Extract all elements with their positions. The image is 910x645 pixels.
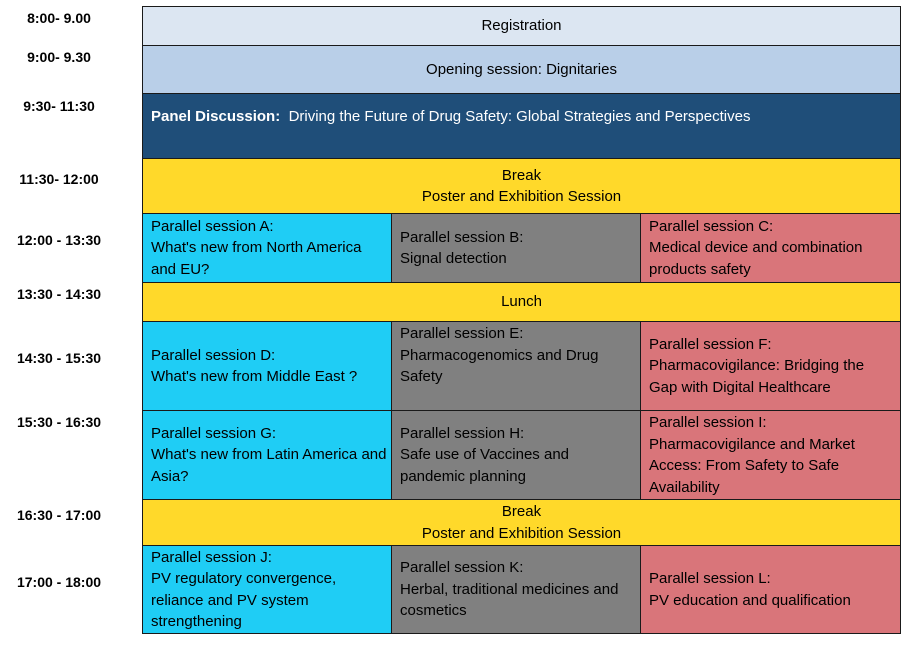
session-k-cell: Parallel session K: Herbal, traditional … bbox=[391, 545, 641, 634]
session-c-cell: Parallel session C: Medical device and c… bbox=[640, 213, 901, 283]
break-label: Break bbox=[501, 503, 542, 520]
session-h-text: Parallel session H: Safe use of Vaccines… bbox=[400, 424, 569, 485]
time-slot: 17:00 - 18:00 bbox=[16, 574, 102, 590]
session-i-text: Parallel session I: Pharmacovigilance an… bbox=[649, 414, 855, 496]
session-f-text: Parallel session F: Pharmacovigilance: B… bbox=[649, 335, 865, 396]
opening-session-cell: Opening session: Dignitaries bbox=[142, 45, 901, 94]
break-cell: Break Poster and Exhibition Session bbox=[142, 158, 901, 214]
session-j-text: Parallel session J: PV regulatory conver… bbox=[151, 548, 337, 631]
session-k-text: Parallel session K: Herbal, traditional … bbox=[400, 559, 619, 620]
session-a-cell: Parallel session A: What's new from Nort… bbox=[142, 213, 392, 283]
session-f-cell: Parallel session F: Pharmacovigilance: B… bbox=[640, 321, 901, 411]
opening-session-label: Opening session: Dignitaries bbox=[426, 60, 617, 78]
break-subtitle: Poster and Exhibition Session bbox=[421, 188, 622, 205]
time-slot: 14:30 - 15:30 bbox=[16, 350, 102, 366]
session-d-text: Parallel session D: What's new from Midd… bbox=[151, 346, 358, 386]
panel-title: Driving the Future of Drug Safety: Globa… bbox=[288, 108, 751, 125]
registration-cell: Registration bbox=[142, 6, 901, 46]
lunch-cell: Lunch bbox=[142, 282, 901, 322]
session-i-cell: Parallel session I: Pharmacovigilance an… bbox=[640, 410, 901, 500]
time-slot: 13:30 - 14:30 bbox=[16, 286, 102, 302]
session-g-cell: Parallel session G: What's new from Lati… bbox=[142, 410, 392, 500]
session-g-text: Parallel session G: What's new from Lati… bbox=[151, 424, 387, 485]
time-slot: 16:30 - 17:00 bbox=[16, 507, 102, 523]
lunch-label: Lunch bbox=[501, 293, 542, 311]
time-slot: 8:00- 9.00 bbox=[27, 10, 91, 26]
time-slot: 15:30 - 16:30 bbox=[16, 414, 102, 430]
time-slot: 9:00- 9.30 bbox=[27, 49, 91, 65]
break-subtitle: Poster and Exhibition Session bbox=[421, 524, 622, 542]
session-e-cell: Parallel session E: Pharmacogenomics and… bbox=[391, 321, 641, 411]
session-c-text: Parallel session C: Medical device and c… bbox=[649, 217, 863, 278]
time-slot: 9:30- 11:30 bbox=[23, 98, 95, 114]
time-slot: 12:00 - 13:30 bbox=[16, 232, 102, 248]
session-d-cell: Parallel session D: What's new from Midd… bbox=[142, 321, 392, 411]
panel-label: Panel Discussion: bbox=[151, 108, 281, 125]
session-j-cell: Parallel session J: PV regulatory conver… bbox=[142, 545, 392, 634]
session-e-text: Parallel session E: Pharmacogenomics and… bbox=[400, 325, 599, 385]
panel-discussion-cell: Panel Discussion: Driving the Future of … bbox=[142, 93, 901, 159]
session-b-cell: Parallel session B: Signal detection bbox=[391, 213, 641, 283]
break-cell: Break Poster and Exhibition Session bbox=[142, 499, 901, 546]
session-h-cell: Parallel session H: Safe use of Vaccines… bbox=[391, 410, 641, 500]
break-label: Break bbox=[501, 166, 542, 184]
session-b-text: Parallel session B: Signal detection bbox=[400, 228, 524, 268]
session-l-cell: Parallel session L: PV education and qua… bbox=[640, 545, 901, 634]
registration-label: Registration bbox=[481, 17, 562, 35]
time-slot: 11:30- 12:00 bbox=[19, 171, 99, 187]
session-a-text: Parallel session A: What's new from Nort… bbox=[151, 217, 362, 278]
session-l-text: Parallel session L: PV education and qua… bbox=[649, 570, 851, 609]
